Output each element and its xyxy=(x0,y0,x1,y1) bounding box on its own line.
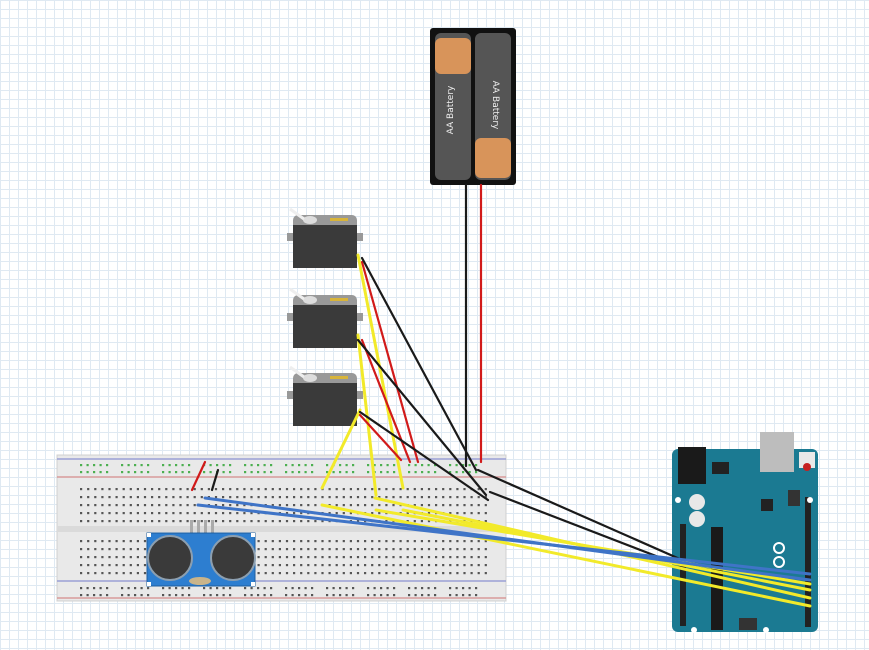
usb-port xyxy=(760,432,794,472)
battery-cell-label: AA Battery xyxy=(490,81,500,130)
ultrasonic-sensor[interactable] xyxy=(146,520,256,587)
blue-wire[interactable] xyxy=(196,503,812,576)
battery-cell-label: AA Battery xyxy=(446,85,456,134)
black-wire[interactable] xyxy=(360,256,478,472)
reset-button[interactable] xyxy=(803,463,811,471)
battery-holder[interactable]: AA Battery AA Battery xyxy=(430,28,516,185)
servo-horn xyxy=(303,296,317,304)
red-wire[interactable] xyxy=(360,260,420,464)
wires xyxy=(190,183,812,608)
black-wire[interactable] xyxy=(488,490,684,568)
servo-motor[interactable] xyxy=(287,365,363,426)
red-wire[interactable] xyxy=(358,413,403,462)
yellow-wire[interactable] xyxy=(356,333,378,497)
black-wire[interactable] xyxy=(358,410,490,502)
red-wire[interactable] xyxy=(190,460,207,492)
yellow-wire[interactable] xyxy=(320,503,812,608)
receiver xyxy=(210,535,256,581)
servo-motor[interactable] xyxy=(287,207,363,268)
servo-motor[interactable] xyxy=(287,287,363,348)
power-jack xyxy=(678,447,706,484)
transmitter xyxy=(147,535,193,581)
servo-horn xyxy=(303,216,317,224)
black-wire[interactable] xyxy=(210,468,220,492)
servo-horn xyxy=(303,374,317,382)
yellow-wire[interactable] xyxy=(356,253,405,490)
yellow-wire[interactable] xyxy=(320,408,362,490)
black-wire[interactable] xyxy=(356,338,488,497)
black-wire[interactable] xyxy=(476,468,684,562)
arduino-logo xyxy=(773,542,785,568)
